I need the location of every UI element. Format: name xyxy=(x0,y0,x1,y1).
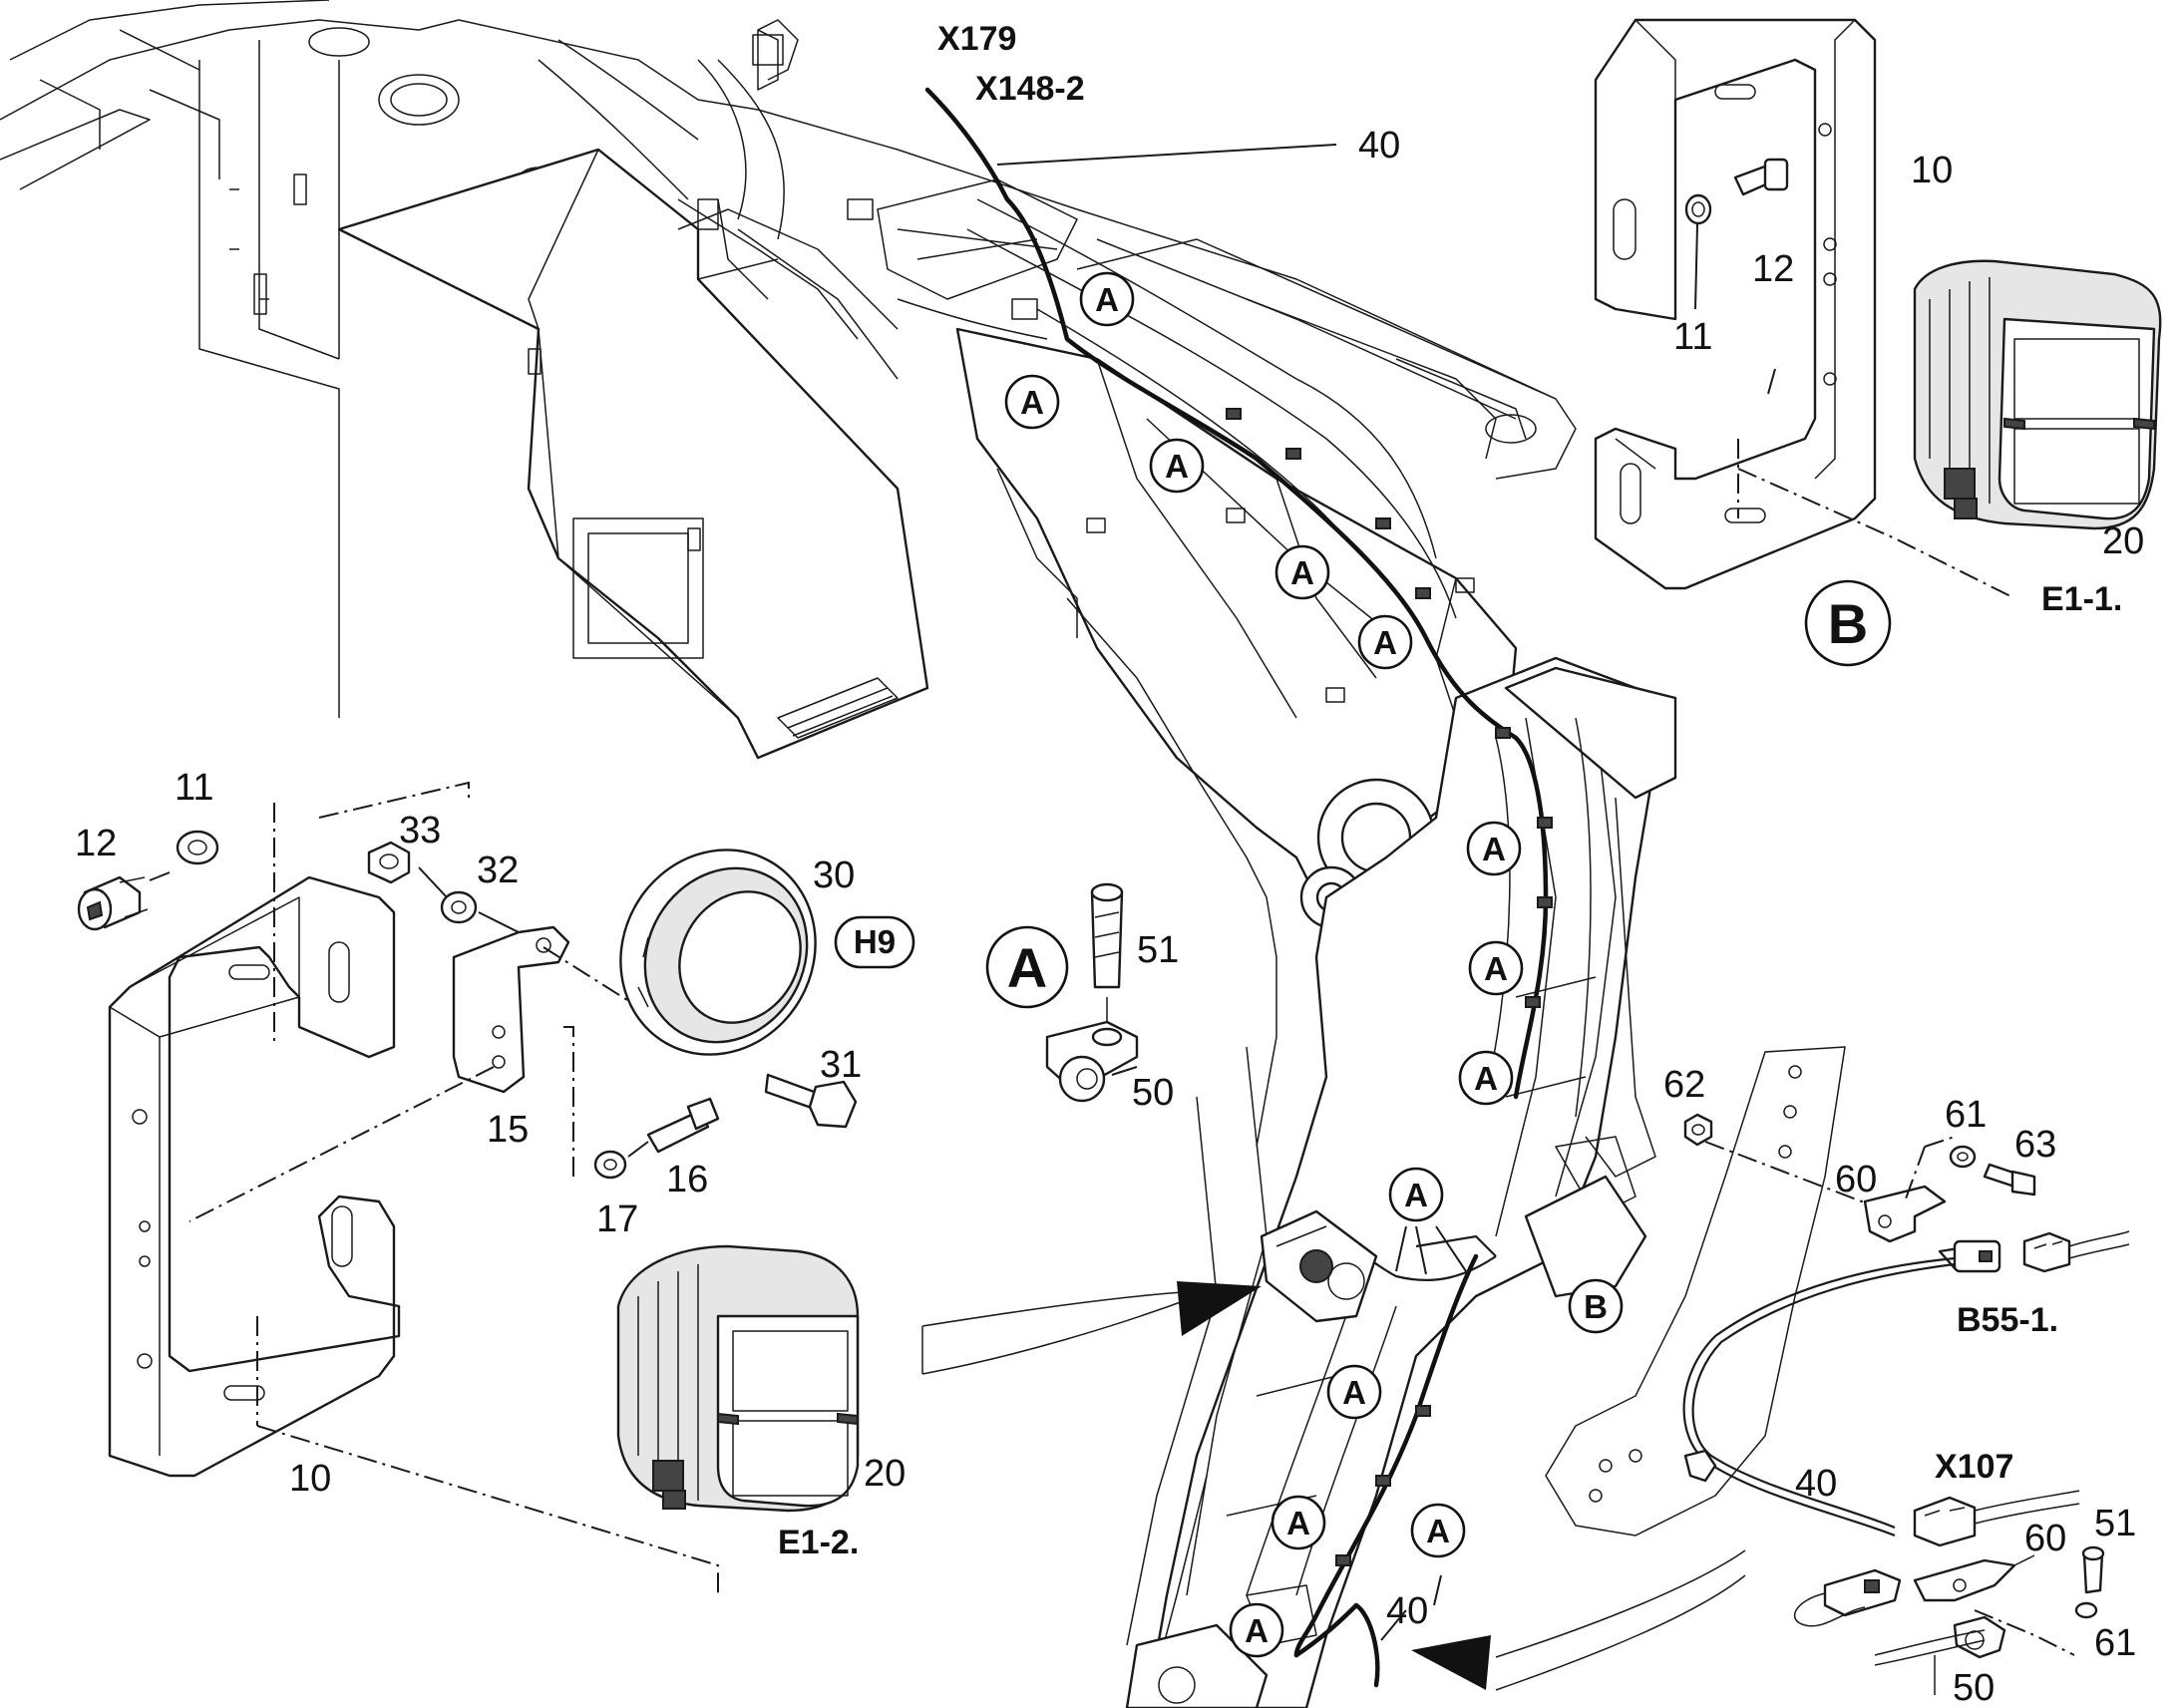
connector-label-x107: X107 xyxy=(1935,1448,2013,1486)
callout-a: A xyxy=(1079,271,1135,327)
svg-text:A: A xyxy=(1404,1177,1428,1213)
detail-a-clip xyxy=(1045,882,1139,1103)
horn xyxy=(619,849,817,1056)
callout-a: A xyxy=(1326,1364,1382,1420)
callout-a: A xyxy=(1388,1167,1444,1222)
svg-text:A: A xyxy=(1373,624,1397,661)
boom-arm xyxy=(955,327,1677,1708)
callout-a: A xyxy=(1357,614,1413,670)
part-number-63: 63 xyxy=(2014,1124,2056,1166)
part-number-12: 12 xyxy=(1752,248,1794,290)
switch-module xyxy=(1260,1209,1378,1323)
horn-label-h9: H9 xyxy=(834,915,915,969)
part-number-10: 10 xyxy=(289,1458,331,1500)
part-number-50: 50 xyxy=(1953,1667,1995,1708)
machine-frame xyxy=(0,0,1577,718)
detail-a-marker: A xyxy=(985,925,1069,1009)
part-number-61: 61 xyxy=(2094,1622,2136,1664)
work-light-right xyxy=(1913,259,2162,530)
callout-a: A xyxy=(1468,940,1524,996)
svg-text:A: A xyxy=(1245,1612,1269,1649)
part-number-60: 60 xyxy=(2024,1518,2066,1559)
component-label-e1-2: E1-2. xyxy=(778,1524,859,1561)
part-number-32: 32 xyxy=(477,850,519,891)
callout-a: A xyxy=(1458,1050,1514,1106)
part-number-51: 51 xyxy=(2094,1503,2136,1544)
part-number-61: 61 xyxy=(1945,1094,1987,1136)
svg-text:A: A xyxy=(1020,384,1044,421)
horn-bracket xyxy=(188,781,639,1222)
part-number-15: 15 xyxy=(487,1109,529,1151)
callout-a: A xyxy=(1271,1495,1326,1550)
component-label-b55-1: B55-1. xyxy=(1957,1301,2058,1339)
left-bracket xyxy=(108,803,719,1595)
boom-hoses xyxy=(966,198,1592,1596)
part-number-40: 40 xyxy=(1386,1590,1428,1632)
detail-b-bracket xyxy=(1594,18,2015,599)
part-number-20: 20 xyxy=(864,1453,906,1495)
svg-text:B: B xyxy=(1828,592,1868,655)
callout-a: A xyxy=(1004,374,1060,430)
part-number-50: 50 xyxy=(1132,1072,1174,1114)
detail-b-marker: B xyxy=(1804,579,1892,667)
cab-wiring-junction xyxy=(677,19,1078,340)
part-number-16: 16 xyxy=(666,1159,708,1200)
svg-text:A: A xyxy=(1482,831,1506,867)
callout-a: A xyxy=(1410,1503,1466,1558)
svg-text:A: A xyxy=(1095,281,1119,318)
fasteners-left xyxy=(77,830,858,1180)
part-number-33: 33 xyxy=(399,810,441,852)
part-number-60: 60 xyxy=(1835,1159,1877,1200)
callouts-a: A A A A A A A A A A A A A B A B H9 xyxy=(834,271,1892,1658)
svg-text:A: A xyxy=(1484,950,1508,987)
svg-text:A: A xyxy=(1286,1505,1310,1541)
part-number-51: 51 xyxy=(1137,929,1179,971)
svg-text:A: A xyxy=(1426,1513,1450,1549)
part-number-20: 20 xyxy=(2102,520,2144,562)
callout-a: A xyxy=(1466,821,1522,876)
engine-housing xyxy=(337,148,929,760)
callout-b-small: B xyxy=(1568,1278,1624,1334)
svg-text:A: A xyxy=(1474,1060,1498,1097)
part-number-40: 40 xyxy=(1795,1463,1837,1505)
leader-lines xyxy=(996,144,1776,1641)
part-number-31: 31 xyxy=(820,1044,862,1086)
part-number-12: 12 xyxy=(75,823,117,864)
part-number-11: 11 xyxy=(175,767,213,809)
callout-a: A xyxy=(1274,544,1330,600)
connector-label-x148: X148-2 xyxy=(975,70,1085,108)
attachment-bracket-outline xyxy=(1545,1046,1846,1537)
connector-label-x179: X179 xyxy=(937,20,1016,58)
part-number-11: 11 xyxy=(1673,316,1712,358)
svg-text:A: A xyxy=(1290,554,1314,591)
harness-clips xyxy=(1226,408,1553,1566)
svg-text:A: A xyxy=(1165,448,1189,485)
part-number-40: 40 xyxy=(1358,125,1400,167)
callout-a: A xyxy=(1149,438,1205,494)
part-number-17: 17 xyxy=(596,1198,638,1240)
svg-text:H9: H9 xyxy=(854,923,896,960)
sensor-detail xyxy=(1682,1113,2130,1695)
svg-text:A: A xyxy=(1007,936,1047,999)
work-light-left xyxy=(616,1244,860,1513)
callout-a: A xyxy=(1229,1602,1284,1658)
component-label-e1-1: E1-1. xyxy=(2041,580,2122,618)
part-labels: X179 X148-2 40 10 12 11 20 E1-1. 11 12 3… xyxy=(75,20,2144,1708)
view-arrows xyxy=(921,1281,1746,1691)
part-number-10: 10 xyxy=(1911,150,1953,191)
part-number-30: 30 xyxy=(813,854,855,896)
part-number-62: 62 xyxy=(1663,1064,1705,1106)
svg-text:A: A xyxy=(1342,1374,1366,1411)
svg-text:B: B xyxy=(1584,1288,1608,1325)
